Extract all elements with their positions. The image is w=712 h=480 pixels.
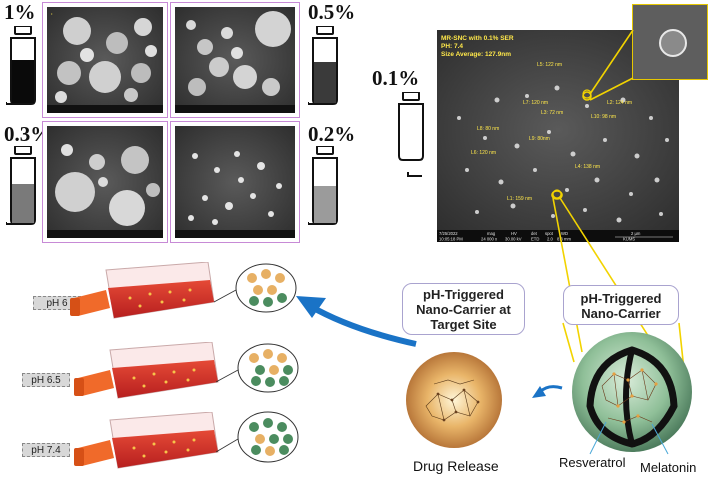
vial-icon — [6, 26, 36, 105]
sem-footer-mag: 24 000 x — [481, 237, 498, 242]
culture-flask-icon — [74, 412, 219, 469]
sem-footer-date: 7/25/2022 — [439, 231, 458, 236]
zoom-inset — [632, 4, 708, 80]
vial-icon — [308, 26, 338, 105]
nano-carrier-sphere — [572, 332, 692, 452]
sem-label: L5: 122 nm — [537, 62, 562, 68]
sem-label: L4: 138 nm — [575, 164, 600, 170]
sem-image-05pct — [170, 2, 300, 118]
sem-label: L7: 120 nm — [523, 100, 548, 106]
sem-footer-wd: 8.3 mm — [557, 237, 571, 242]
sem-footer-wd-label: WD — [561, 231, 568, 236]
sem-label: L9: 80nm — [529, 136, 550, 142]
sem-label: L6: 120 nm — [471, 150, 496, 156]
sem-footer-time: 10:05:18 PM — [439, 237, 463, 242]
sem-label: L8: 80 nm — [477, 126, 499, 132]
sem-footer-scale: 2 µm — [631, 231, 641, 236]
svg-text:•: • — [51, 11, 53, 16]
vial-icon — [398, 92, 424, 177]
sem-footer-hv: 30.00 kV — [505, 237, 522, 242]
melatonin-label: Melatonin — [640, 460, 697, 475]
sem-label: L2: 124 nm — [607, 100, 632, 106]
concentration-02pct: 0.2% — [308, 122, 356, 146]
target-site-label-box: pH-Triggered Nano-Carrier at Target Site — [402, 283, 525, 335]
sem-footer-mag-label: mag — [487, 231, 496, 236]
sem-image-03pct — [42, 121, 168, 243]
sem-footer-spot-label: spot — [545, 231, 554, 236]
ph-6-tag: pH 6 — [33, 296, 81, 310]
concentration-05pct: 0.5% — [308, 0, 356, 24]
concentration-1pct: 1% — [4, 0, 36, 24]
drug-release-label: Drug Release — [413, 458, 499, 474]
vial-icon — [308, 146, 338, 225]
sem-footer-spot: 2.0 — [547, 237, 553, 242]
sem-header-line3: Size Average: 127.9nm — [441, 51, 511, 58]
particle-oval-ph65 — [216, 343, 299, 393]
target-site-label: pH-Triggered Nano-Carrier at Target Site — [416, 287, 511, 332]
sem-image-02pct — [170, 121, 300, 243]
sem-label: L3: 72 nm — [541, 110, 563, 116]
sem-image-1pct: • — [42, 2, 168, 118]
particle-oval-ph74 — [216, 411, 299, 463]
sem-label: L1: 159 nm — [507, 196, 532, 202]
sem-header-line2: PH: 7.4 — [441, 43, 463, 50]
nano-carrier-label-box: pH-Triggered Nano-Carrier — [563, 285, 679, 325]
culture-flask-icon — [70, 262, 215, 319]
nano-carrier-label: pH-Triggered Nano-Carrier — [580, 291, 662, 321]
sem-footer-org: KUMS — [623, 237, 635, 242]
concentration-01pct: 0.1% — [372, 66, 420, 90]
resveratrol-label: Resveratrol — [559, 455, 626, 470]
sem-footer-det-label: det — [531, 231, 538, 236]
sem-footer-det: ETD — [531, 237, 539, 242]
ph-65-tag: pH 6.5 — [22, 373, 70, 387]
sem-header-line1: MR-SNC with 0.1% SER — [441, 35, 514, 42]
sem-label: L10: 98 nm — [591, 114, 616, 120]
ph-74-tag: pH 7.4 — [22, 443, 70, 457]
drug-release-sphere — [406, 352, 502, 448]
vial-icon — [6, 146, 36, 225]
particle-oval-ph6 — [214, 263, 297, 313]
culture-flask-icon — [74, 342, 219, 399]
sem-footer-hv-label: HV — [511, 231, 517, 236]
